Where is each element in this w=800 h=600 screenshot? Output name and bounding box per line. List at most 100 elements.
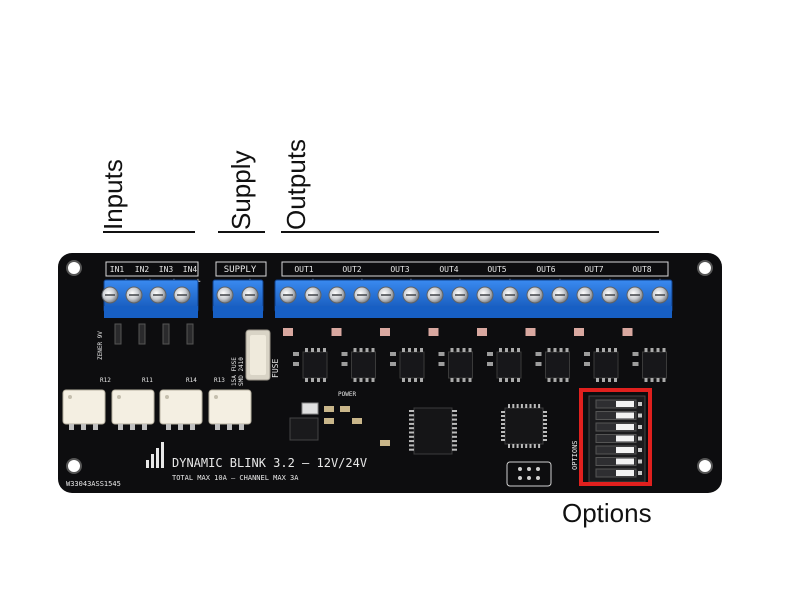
dip-switch-pin xyxy=(638,471,642,475)
mcu-chip xyxy=(413,407,453,455)
smd-part xyxy=(535,352,542,356)
header-pin xyxy=(527,476,531,480)
status-led xyxy=(428,328,439,336)
smd-part xyxy=(293,362,299,366)
input-silk-label: IN3 xyxy=(159,265,174,274)
smd-part xyxy=(438,362,445,366)
input-silk-label: IN4 xyxy=(183,265,198,274)
chip-pin xyxy=(452,410,457,412)
dip-switch-lever xyxy=(616,401,634,407)
chip-pin xyxy=(512,444,515,448)
chip-pin xyxy=(559,378,563,382)
chip-pin xyxy=(178,424,183,430)
smd-part xyxy=(293,352,299,356)
optocoupler xyxy=(62,389,106,425)
dip-switch-lever xyxy=(616,470,634,476)
dip-switch-lever xyxy=(616,458,634,465)
chip-pin xyxy=(142,424,147,430)
header-pin xyxy=(536,476,540,480)
chip-pin xyxy=(508,444,510,448)
chip-pin xyxy=(365,378,369,382)
header-pin xyxy=(518,467,522,471)
zener-diode xyxy=(138,323,146,345)
chip-pin xyxy=(450,378,454,382)
status-led xyxy=(525,328,536,336)
programming-header xyxy=(506,461,552,487)
output-silk-label: OUT7 xyxy=(584,265,603,274)
chip-pin xyxy=(452,422,457,425)
power-silk-label: POWER xyxy=(338,391,356,398)
chip-pin xyxy=(543,419,547,421)
chip-pin xyxy=(359,348,363,352)
chip-pin xyxy=(190,424,195,430)
chip-pin xyxy=(452,414,457,417)
chip-pin xyxy=(402,378,405,382)
resistor-silk-label: R14 xyxy=(186,377,197,384)
header-pin xyxy=(518,476,522,480)
pin1-marker xyxy=(214,395,218,399)
header-pin xyxy=(536,467,540,471)
chip-pin xyxy=(543,427,547,429)
fuse-rating-text: 15A FUSE xyxy=(231,357,238,386)
options-highlight-box xyxy=(579,388,652,486)
chip-pin xyxy=(359,378,363,382)
chip-pin xyxy=(614,378,617,382)
chip-pin xyxy=(644,378,648,382)
chip-pin xyxy=(650,378,654,382)
chip-pin xyxy=(452,427,457,430)
chip-pin xyxy=(501,415,505,417)
product-logo-icon xyxy=(146,442,164,468)
chip-pin xyxy=(456,378,460,382)
input-silk-label: IN2 xyxy=(135,265,150,274)
chip-pin xyxy=(501,439,505,441)
chip-pin xyxy=(409,410,414,412)
chip-pin xyxy=(538,444,541,448)
optocoupler xyxy=(111,389,155,425)
chip-pin xyxy=(553,378,557,382)
chip-pin xyxy=(317,348,320,352)
resistor-silk-label: R12 xyxy=(100,377,111,384)
output-silk-label: OUT1 xyxy=(294,265,313,274)
status-led xyxy=(380,328,390,336)
chip-pin xyxy=(538,404,541,408)
mosfet-chip xyxy=(302,351,328,379)
chip-pin xyxy=(501,435,505,437)
mosfet-chip xyxy=(351,351,376,379)
chip-pin xyxy=(462,378,466,382)
options-callout-label: Options xyxy=(562,498,652,528)
chip-pin xyxy=(543,431,547,433)
chip-pin xyxy=(353,378,357,382)
chip-pin xyxy=(408,378,411,382)
chip-pin xyxy=(452,440,457,443)
fuse-package-text: SMD 2410 xyxy=(238,357,245,386)
pin1-marker xyxy=(165,395,169,399)
power-led xyxy=(301,402,319,415)
output-terminal-lip xyxy=(275,306,672,318)
status-led xyxy=(622,328,633,336)
smd-part xyxy=(438,352,445,356)
dip-switch-pin xyxy=(638,459,642,464)
chip-pin xyxy=(409,414,414,417)
outputs-bracket-line xyxy=(281,231,659,233)
dip-switch-pin xyxy=(638,402,642,406)
zener-silk-label: ZENER 9V xyxy=(97,331,104,360)
chip-pin xyxy=(409,431,414,434)
chip-pin xyxy=(516,404,519,408)
chip-pin xyxy=(215,424,220,430)
smd-part xyxy=(390,352,396,356)
chip-pin xyxy=(505,378,508,382)
smd-part xyxy=(584,352,590,356)
chip-pin xyxy=(323,348,326,352)
inputs-silk-box xyxy=(105,261,199,277)
chip-pin xyxy=(499,378,502,382)
chip-pin xyxy=(529,404,532,408)
dip-switch-pin xyxy=(638,448,642,452)
chip-pin xyxy=(520,444,523,448)
chip-pin xyxy=(409,422,414,425)
chip-pin xyxy=(662,348,666,352)
chip-pin xyxy=(69,424,74,430)
chip-pin xyxy=(409,448,414,451)
chip-pin xyxy=(553,348,557,352)
chip-pin xyxy=(529,444,532,448)
